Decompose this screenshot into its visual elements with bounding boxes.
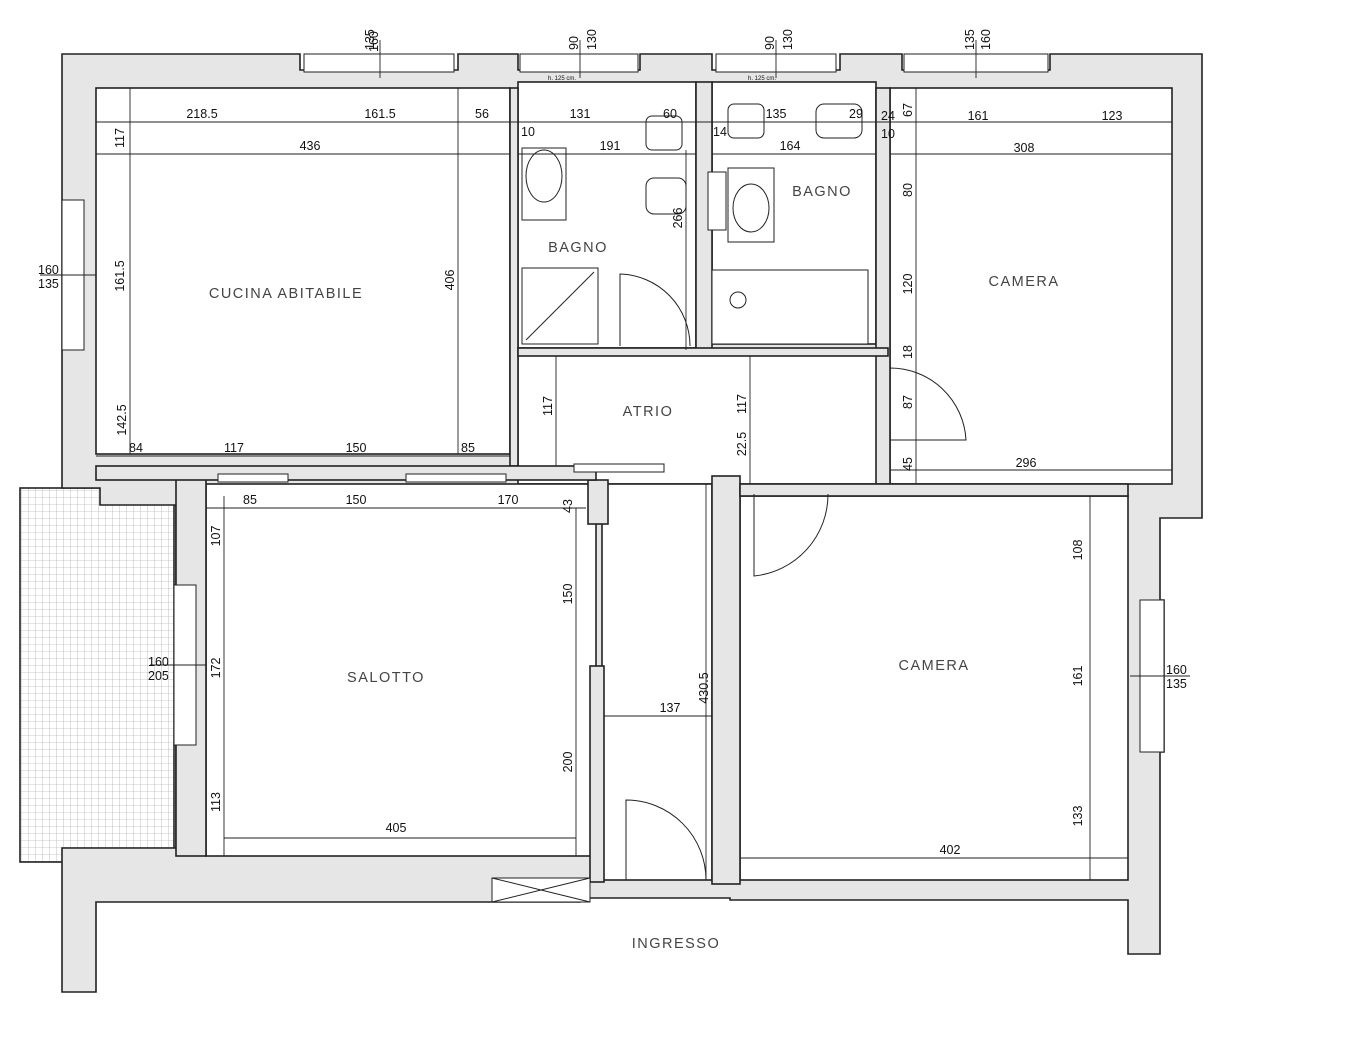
svg-text:402: 402 [940, 843, 961, 857]
svg-text:150: 150 [346, 441, 367, 455]
svg-text:87: 87 [901, 395, 915, 409]
svg-text:45: 45 [901, 457, 915, 471]
wall-cucina-bottom [95, 465, 597, 481]
room-label-bagno-2: BAGNO [792, 184, 852, 200]
svg-text:90: 90 [763, 36, 777, 50]
svg-text:266: 266 [671, 208, 685, 229]
svg-text:160: 160 [1166, 663, 1187, 677]
svg-text:430.5: 430.5 [697, 672, 711, 703]
svg-text:137: 137 [660, 701, 681, 715]
svg-text:150: 150 [346, 493, 367, 507]
svg-text:123: 123 [1102, 109, 1123, 123]
svg-text:172: 172 [209, 658, 223, 679]
room-label-bagno-1: BAGNO [548, 240, 608, 256]
svg-text:160: 160 [367, 31, 381, 52]
svg-text:107: 107 [209, 526, 223, 547]
room-label-camera-2: CAMERA [898, 658, 969, 674]
doors [217, 273, 967, 881]
svg-text:161: 161 [968, 109, 989, 123]
svg-text:85: 85 [461, 441, 475, 455]
room-salotto [205, 483, 597, 857]
svg-text:113: 113 [209, 792, 223, 812]
room-label-cucina: CUCINA ABITABILE [209, 286, 363, 302]
svg-text:436: 436 [300, 139, 321, 153]
room-cucina [95, 87, 511, 455]
svg-text:150: 150 [561, 584, 575, 605]
svg-text:120: 120 [901, 274, 915, 295]
wall-stub-a [587, 479, 609, 525]
svg-text:117: 117 [735, 394, 749, 414]
svg-text:218.5: 218.5 [186, 107, 217, 121]
svg-text:161.5: 161.5 [113, 260, 127, 291]
svg-text:200: 200 [561, 752, 575, 773]
wall-atrio-top [517, 347, 889, 357]
svg-text:22.5: 22.5 [735, 432, 749, 456]
svg-text:133: 133 [1071, 806, 1085, 827]
svg-text:135: 135 [363, 29, 377, 50]
svg-text:43: 43 [561, 499, 575, 513]
room-label-camera-1: CAMERA [988, 274, 1059, 290]
wall-camera1-left [875, 87, 891, 485]
svg-text:117: 117 [113, 128, 127, 148]
svg-text:161.5: 161.5 [364, 107, 395, 121]
wall-cucina-right [509, 87, 519, 467]
svg-text:130: 130 [781, 29, 795, 50]
svg-text:160: 160 [979, 29, 993, 50]
room-atrio [517, 353, 881, 485]
svg-text:10: 10 [521, 125, 535, 139]
svg-text:296: 296 [1016, 456, 1037, 470]
room-label-ingresso: INGRESSO [632, 936, 721, 952]
svg-text:135: 135 [766, 107, 787, 121]
svg-text:108: 108 [1071, 540, 1085, 561]
svg-text:160: 160 [148, 655, 169, 669]
window-labels: 160 160 135 90 130 90 130 135 160 160 13… [38, 29, 1187, 691]
svg-text:60: 60 [663, 107, 677, 121]
svg-text:135: 135 [1166, 677, 1187, 691]
svg-text:117: 117 [541, 396, 555, 416]
svg-text:85: 85 [243, 493, 257, 507]
dimension-lines [40, 40, 1190, 880]
svg-text:164: 164 [780, 139, 801, 153]
svg-text:135: 135 [963, 29, 977, 50]
svg-text:117: 117 [224, 441, 244, 455]
svg-text:170: 170 [498, 493, 519, 507]
dimension-labels: 218.5 161.5 56 131 60 135 29 24 161 123 … [113, 103, 1122, 857]
svg-text:205: 205 [148, 669, 169, 683]
svg-text:24: 24 [881, 109, 895, 123]
svg-text:142.5: 142.5 [115, 404, 129, 435]
svg-text:18: 18 [901, 345, 915, 359]
svg-text:10: 10 [881, 127, 895, 141]
svg-text:67: 67 [901, 103, 915, 117]
room-ingresso-corridor [601, 483, 713, 881]
svg-text:29: 29 [849, 107, 863, 121]
svg-text:405: 405 [386, 821, 407, 835]
svg-text:131: 131 [570, 107, 591, 121]
svg-text:84: 84 [129, 441, 143, 455]
room-label-atrio: ATRIO [623, 404, 674, 420]
svg-text:h. 125 cm.: h. 125 cm. [548, 76, 576, 82]
svg-text:160: 160 [38, 263, 59, 277]
svg-text:191: 191 [600, 139, 621, 153]
terrace [19, 487, 175, 863]
svg-text:161: 161 [1071, 666, 1085, 687]
room-camera-2 [739, 495, 1129, 881]
svg-text:90: 90 [567, 36, 581, 50]
svg-text:56: 56 [475, 107, 489, 121]
svg-text:14: 14 [713, 125, 727, 139]
svg-text:406: 406 [443, 270, 457, 291]
wall-corridor-left [589, 665, 605, 883]
wall-corridor-right [711, 475, 741, 885]
svg-text:130: 130 [585, 29, 599, 50]
room-label-salotto: SALOTTO [347, 670, 425, 686]
wall-camera2-top [739, 483, 1129, 497]
svg-text:h. 125 cm.: h. 125 cm. [748, 76, 776, 82]
svg-text:135: 135 [38, 277, 59, 291]
svg-text:80: 80 [901, 183, 915, 197]
fixtures [521, 103, 869, 345]
svg-text:308: 308 [1014, 141, 1035, 155]
